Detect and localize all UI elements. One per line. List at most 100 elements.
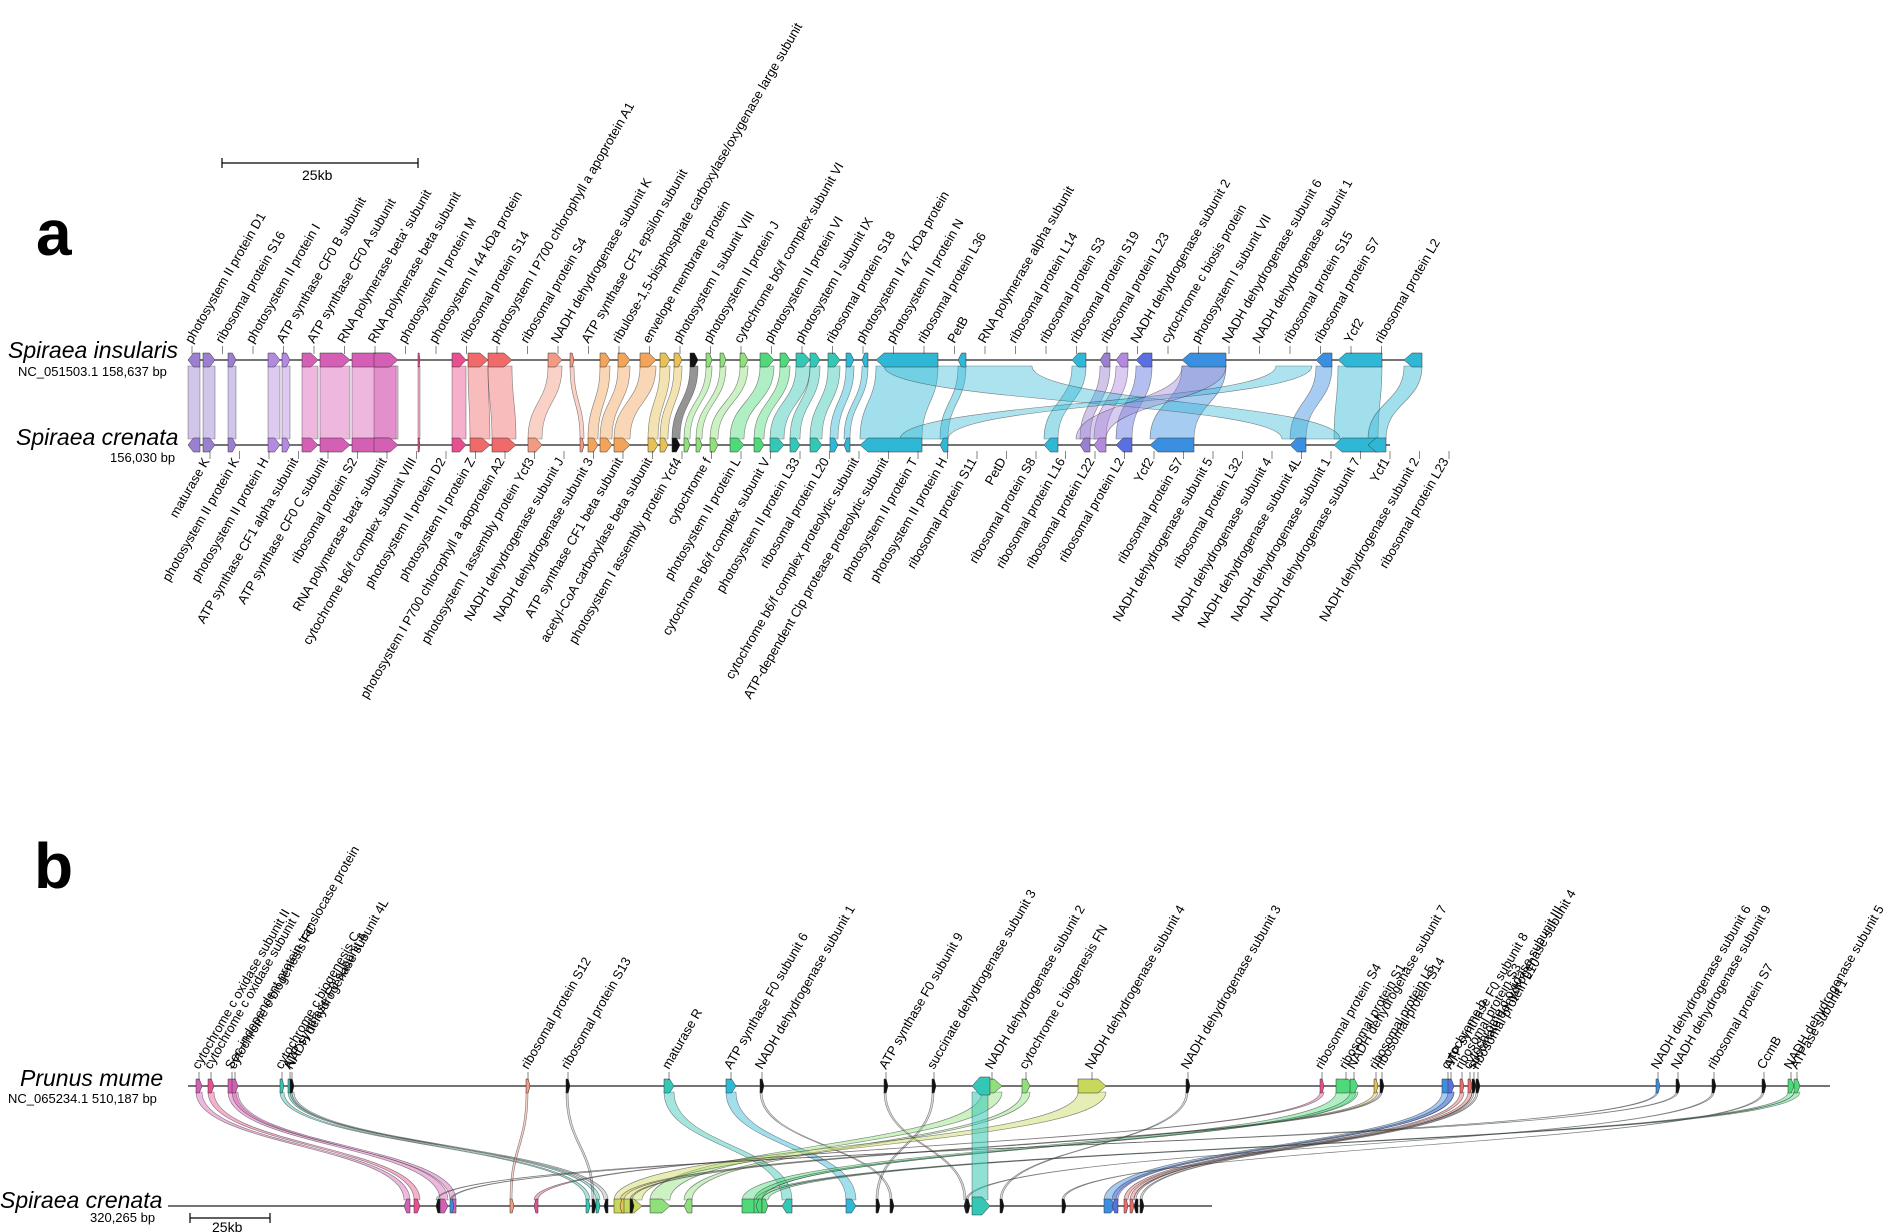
synteny-ribbon [1061, 1091, 1765, 1201]
synteny-ribbons-b [195, 1091, 1801, 1201]
gene-arrow [659, 437, 669, 453]
gene-arrow [719, 352, 727, 368]
gene-arrow [795, 352, 811, 368]
synteny-ribbon [587, 365, 611, 440]
gene-arrow [281, 437, 291, 453]
gene-arrow [547, 352, 563, 368]
gene-arrow [1185, 1078, 1191, 1094]
synteny-ribbon [487, 365, 517, 440]
gene-arrow [467, 352, 489, 368]
gene-arrow [709, 437, 719, 453]
synteny-ribbon [1123, 1091, 1465, 1201]
gene-label: Ycf1 [1367, 455, 1393, 485]
genome-name-top-b: Prunus mume [20, 1065, 163, 1091]
synteny-ribbon [725, 1091, 857, 1201]
gene-arrow [971, 1196, 991, 1216]
gene-arrow [613, 1198, 643, 1214]
gene-arrow [1123, 1198, 1129, 1214]
synteny-ribbon [1133, 1091, 1475, 1201]
gene-arrow [809, 437, 823, 453]
gene-arrows-b [195, 1076, 1801, 1216]
synteny-ribbon [829, 365, 855, 440]
scale-label-b: 25kb [212, 1219, 243, 1232]
gene-arrow [971, 1076, 991, 1096]
synteny-ribbon [569, 365, 585, 440]
gene-arrow [889, 1198, 895, 1214]
gene-arrow [965, 1198, 971, 1214]
synteny-ribbon [709, 365, 749, 440]
gene-arrow [451, 437, 467, 453]
synteny-ribbon [202, 365, 216, 440]
gene-arrow [673, 352, 683, 368]
gene-arrow [1459, 1078, 1465, 1094]
gene-arrow [759, 352, 775, 368]
gene-arrow [202, 352, 216, 368]
synteny-ribbon [883, 365, 1341, 440]
gene-arrow [565, 1078, 571, 1094]
gene-arrow [629, 1198, 635, 1214]
synteny-ribbon [281, 365, 291, 440]
synteny-ribbon [565, 1091, 595, 1201]
gene-arrow [187, 437, 201, 453]
gene-arrow [781, 1198, 793, 1214]
synteny-ribbon [227, 1091, 449, 1201]
gene-arrow [659, 352, 671, 368]
gene-arrow [875, 352, 939, 368]
gene-arrow [509, 1198, 515, 1214]
gene-arrow [587, 437, 599, 453]
gene-arrow [435, 1198, 441, 1214]
gene-arrow [1135, 352, 1153, 368]
synteny-ribbon [373, 365, 399, 440]
gene-arrow [1675, 1078, 1681, 1094]
synteny-ribbon [279, 1091, 591, 1201]
gene-arrow [1367, 437, 1387, 453]
panel-a-letter: a [36, 197, 72, 269]
gene-arrow [931, 1078, 937, 1094]
synteny-ribbon [267, 365, 281, 440]
gene-arrow [1077, 1078, 1107, 1094]
gene-arrow [695, 437, 703, 453]
gene-arrow [729, 437, 745, 453]
gene-arrow [279, 1078, 285, 1094]
gene-arrow [779, 352, 791, 368]
gene-label: ATP synthase F0 subunit 9 [876, 930, 966, 1072]
gene-label: ribosomal protein L2 [1371, 236, 1443, 346]
gene-label: NADH dehydrogenase subunit 6 [1648, 903, 1754, 1072]
gene-arrow [525, 1078, 531, 1094]
gene-arrow [683, 437, 691, 453]
genome-info-bottom-a: 156,030 bp [110, 450, 175, 465]
genome-info-top-b: NC_065234.1 510,187 bp [8, 1091, 157, 1106]
gene-arrow [1655, 1078, 1661, 1094]
gene-arrow [195, 1078, 203, 1094]
panel-a: a 25kb Spiraea insularis NC_051503.1 158… [8, 20, 1452, 702]
gene-arrow [1129, 1198, 1135, 1214]
synteny-ribbon [647, 365, 671, 440]
gene-arrow [373, 437, 399, 453]
gene-arrow [202, 437, 216, 453]
gene-arrow [281, 352, 291, 368]
genome-name-top-a: Spiraea insularis [8, 337, 179, 363]
synteny-ribbon [231, 1091, 457, 1201]
scale-bar-a: 25kb [221, 158, 419, 183]
gene-arrow [759, 1078, 765, 1094]
gene-arrow [227, 352, 237, 368]
synteny-ribbon [207, 1091, 421, 1201]
synteny-ribbon [789, 365, 821, 440]
gene-arrow [1349, 1078, 1359, 1094]
gene-label: ribosomal protein S12 [518, 954, 594, 1071]
gene-arrow [683, 1198, 693, 1214]
gene-arrow [809, 352, 821, 368]
synteny-ribbon [613, 365, 657, 440]
gene-arrow [207, 1078, 215, 1094]
gene-arrow [999, 1198, 1005, 1214]
genome-name-bottom-a: Spiraea crenata [16, 424, 178, 450]
gene-labels-b: cytochrome c oxidase subunit IIcytochrom… [189, 843, 1887, 1080]
synteny-ribbon [509, 1091, 529, 1201]
gene-label: Ycf2 [1341, 315, 1367, 345]
gene-arrow [1021, 1078, 1031, 1094]
gene-arrow [649, 1198, 671, 1214]
gene-arrow [843, 437, 851, 453]
gene-arrow [451, 352, 467, 368]
gene-arrow [639, 352, 657, 368]
